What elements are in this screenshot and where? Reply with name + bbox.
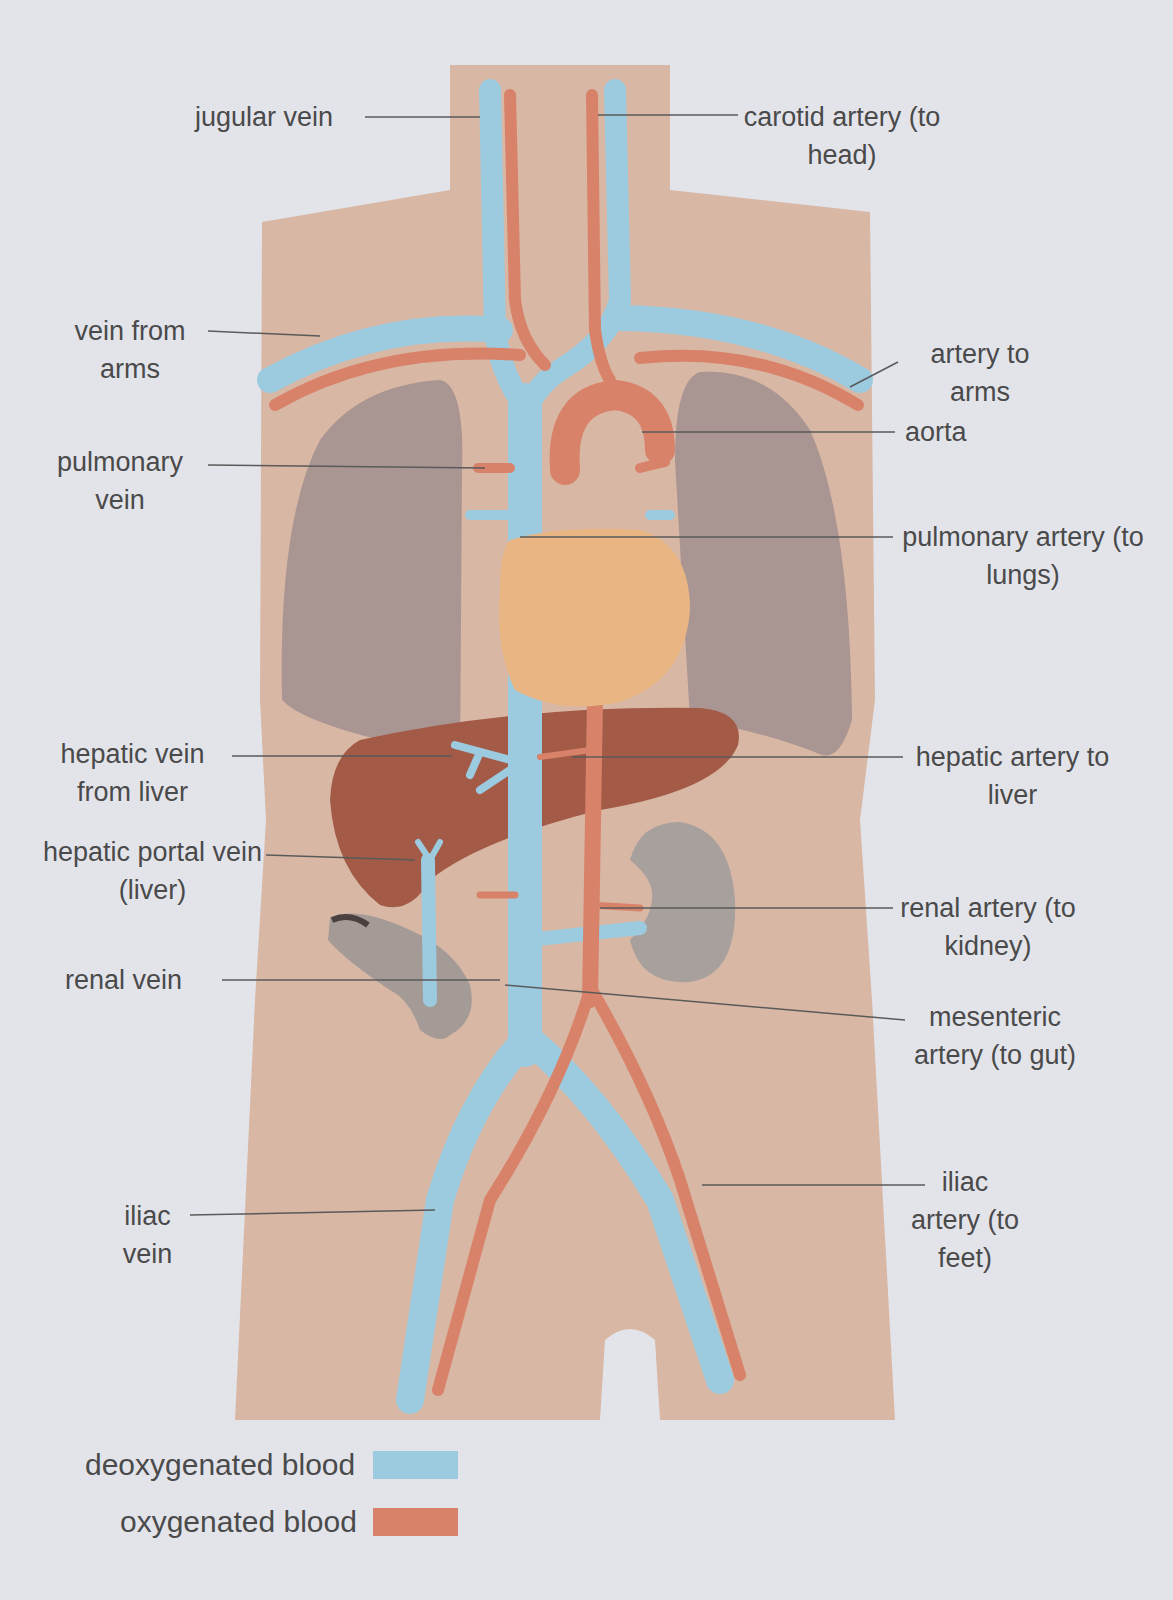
body-outline — [235, 65, 895, 1420]
right-lung — [675, 372, 852, 756]
legend-row: oxygenated blood — [120, 1505, 458, 1539]
left-lung — [282, 380, 463, 770]
part-label: pulmonary artery (to lungs) — [898, 518, 1148, 594]
part-label: pulmonary vein — [30, 443, 210, 519]
part-label: hepatic vein from liver — [30, 735, 235, 811]
part-label: artery to arms — [905, 335, 1055, 411]
part-label: hepatic artery to liver — [905, 738, 1120, 814]
leader-lines — [190, 115, 925, 1215]
part-label: renal vein — [65, 961, 225, 999]
arteries — [275, 95, 858, 1390]
part-label: mesenteric artery (to gut) — [905, 998, 1085, 1074]
legend-swatch — [373, 1451, 458, 1479]
veins — [270, 90, 860, 1400]
part-label: aorta — [905, 413, 1025, 451]
legend-text: deoxygenated blood — [85, 1448, 355, 1482]
heart — [499, 529, 690, 707]
part-label: jugular vein — [195, 98, 365, 136]
part-label: iliac vein — [100, 1197, 195, 1273]
part-label: carotid artery (to head) — [742, 98, 942, 174]
gut — [328, 914, 472, 1039]
part-label: iliac artery (to feet) — [905, 1163, 1025, 1277]
part-label: vein from arms — [50, 312, 210, 388]
legend-text: oxygenated blood — [120, 1505, 357, 1539]
part-label: renal artery (to kidney) — [898, 889, 1078, 965]
legend-row: deoxygenated blood — [85, 1448, 458, 1482]
legend-swatch — [373, 1508, 458, 1536]
part-label: hepatic portal vein (liver) — [40, 833, 265, 909]
kidney — [630, 822, 735, 982]
